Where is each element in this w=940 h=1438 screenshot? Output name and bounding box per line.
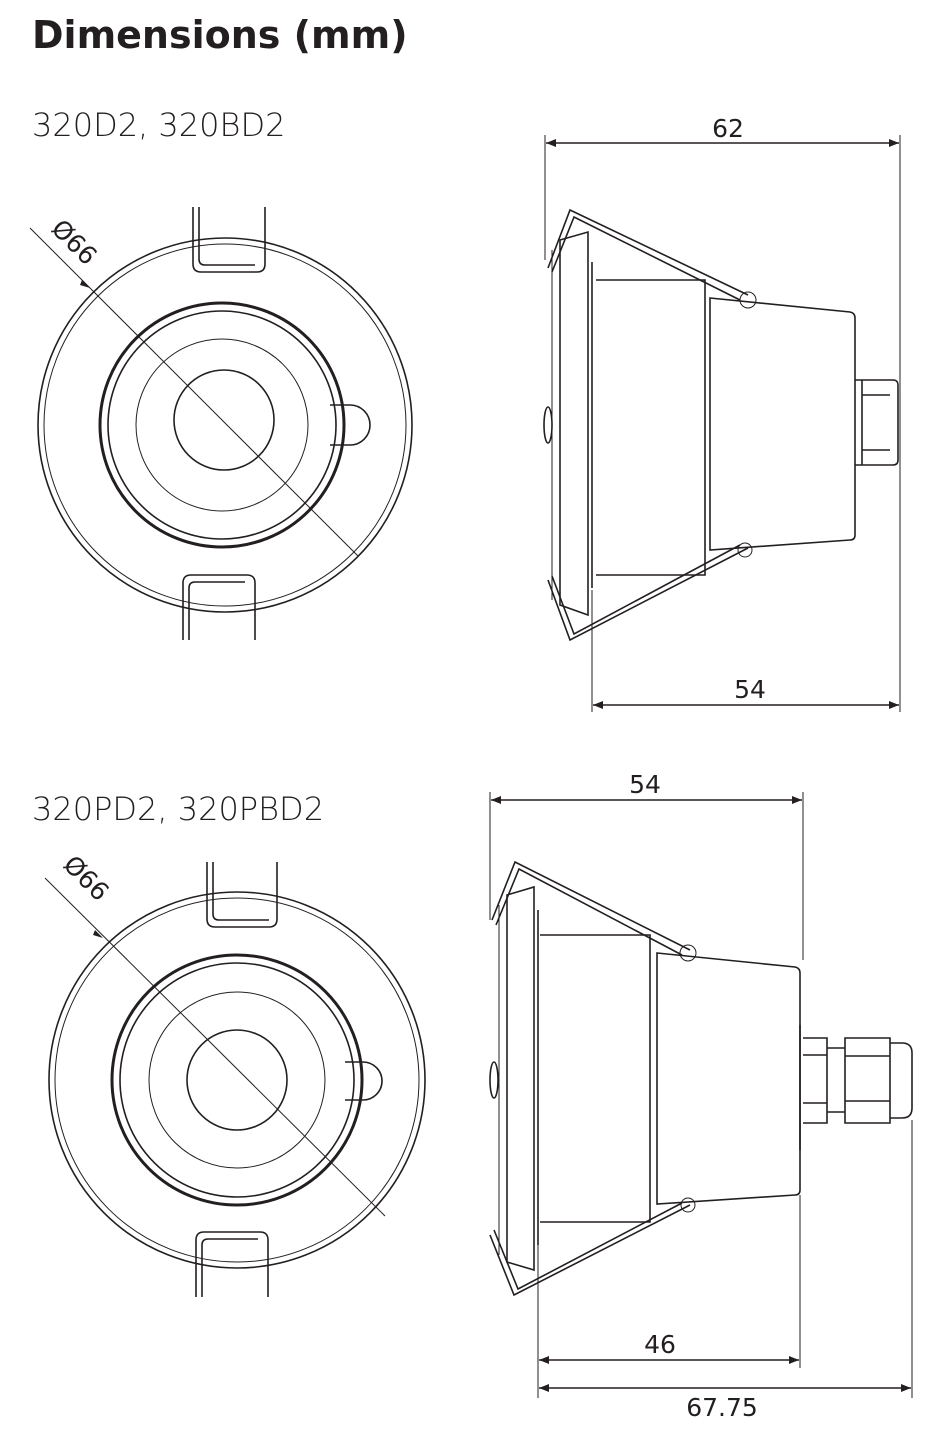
front-flange (506, 885, 535, 1272)
top-clip-wire (547, 208, 749, 301)
top-spring-clip (206, 862, 278, 928)
lens-ring (148, 991, 326, 1169)
bottom-clip-wire (547, 544, 749, 642)
top-clip-wire (491, 860, 691, 956)
top-spring-clip (192, 207, 266, 273)
outer-rim-inner (54, 897, 420, 1263)
diameter-label-1: Ø66 (46, 214, 103, 271)
bezel-ring-inner (119, 962, 355, 1198)
sensor-lens (173, 369, 275, 471)
rear-housing (656, 952, 801, 1205)
lens-ring (135, 338, 309, 512)
side-view-2: 54 46 67.75 (489, 770, 913, 1422)
section-1-models: 320D2, 320BD2 (32, 106, 285, 144)
diameter-arrow (80, 280, 90, 288)
clip-pivot (680, 1197, 696, 1213)
diameter-line (44, 877, 386, 1217)
section-2-models: 320PD2, 320PBD2 (32, 790, 324, 828)
outer-rim (37, 237, 413, 613)
sensor-lens (186, 1029, 288, 1131)
bottom-spring-clip (182, 574, 256, 640)
depth-label-1: 54 (734, 675, 766, 704)
body (591, 262, 706, 588)
depth-label-2: 46 (644, 1330, 676, 1359)
diameter-line (29, 227, 359, 557)
lens-tab (345, 1061, 383, 1101)
bottom-spring-clip (195, 1231, 269, 1297)
body (537, 910, 651, 1245)
lens-dome (543, 406, 553, 444)
diameter-label-2: Ø66 (58, 850, 115, 907)
outer-rim-inner (43, 243, 407, 607)
connector (855, 379, 899, 466)
rear-housing (709, 297, 856, 551)
clip-pivot (739, 291, 757, 309)
bezel-ring (110, 953, 364, 1207)
gland-nut-1 (799, 1025, 828, 1150)
total-depth-label: 67.75 (686, 1393, 758, 1422)
diameter-arrow (93, 930, 103, 938)
clip-pivot (737, 542, 753, 558)
gland-dome (890, 1042, 913, 1119)
width-label-2: 54 (629, 770, 661, 799)
clip-pivot (679, 944, 697, 962)
bezel-ring (98, 301, 346, 549)
side-view-1: 62 54 (543, 114, 901, 712)
lens-tab (330, 404, 371, 446)
page-title: Dimensions (mm) (32, 13, 408, 57)
bezel-ring-inner (107, 310, 337, 540)
front-view-2: Ø66 (44, 850, 426, 1297)
gland-neck (827, 1047, 845, 1113)
front-flange (559, 230, 589, 617)
outer-rim (48, 891, 426, 1269)
lens-dome (489, 1061, 499, 1099)
gland-nut-2 (844, 1037, 891, 1124)
front-view-1: Ø66 (29, 207, 413, 640)
bottom-clip-wire (489, 1202, 691, 1297)
width-label-1: 62 (712, 114, 744, 143)
